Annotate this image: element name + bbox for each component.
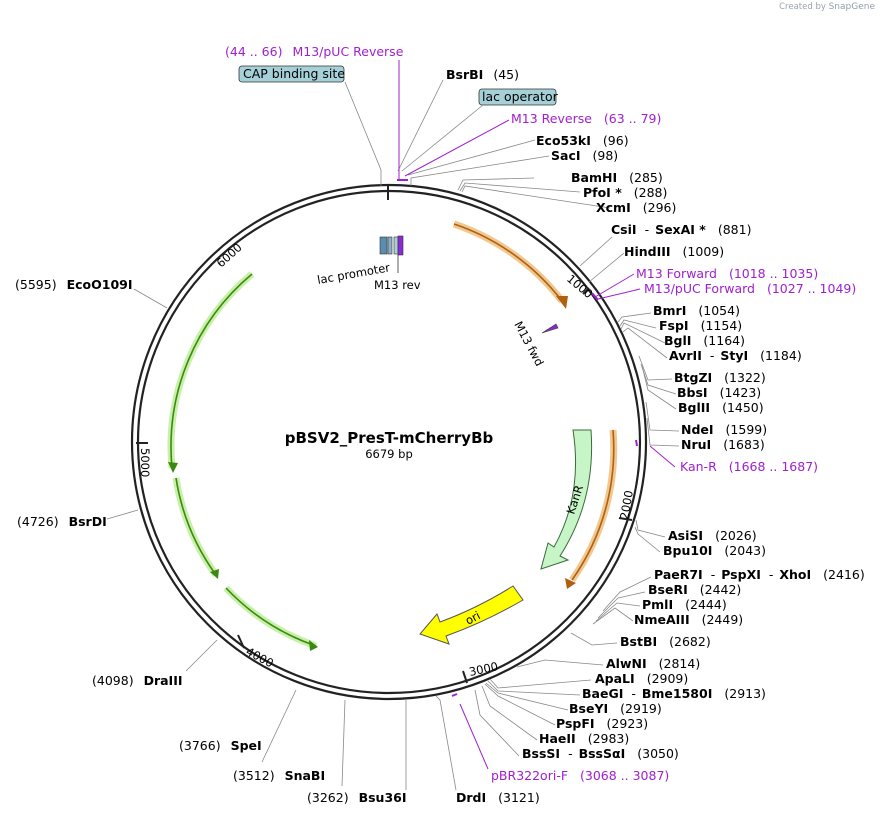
tick-6000: 6000 xyxy=(214,240,245,270)
plasmid-name: pBSV2_PresT-mCherryBb xyxy=(285,429,494,447)
kanr-arrow: KanR xyxy=(540,429,593,570)
site-bsrdi: (4726)BsrDI xyxy=(17,514,107,529)
site-m13-reverse: M13 Reverse(63 .. 79) xyxy=(511,111,661,126)
site-labels: (44 .. 66) M13/pUC Reverse BsrBI(45) M13… xyxy=(15,44,865,805)
site-spei: (3766)SpeI xyxy=(179,738,262,753)
tick-2000: 2000 xyxy=(617,489,636,520)
cap-binding-site-box: CAP binding site xyxy=(238,65,345,83)
ori-label: ori xyxy=(463,608,483,627)
site-btgzi: BtgZI(1322) xyxy=(674,370,766,385)
plasmid-length: 6679 bp xyxy=(365,447,413,461)
site-draiii: (4098)DraIII xyxy=(92,673,183,688)
m13-rev-label: M13 rev xyxy=(374,278,421,292)
created-by-prefix: Created by xyxy=(779,2,826,12)
site-bsrbi: BsrBI(45) xyxy=(446,67,519,82)
tick-1000: 1000 xyxy=(564,272,595,302)
site-bglii: BglII(1450) xyxy=(678,400,764,415)
site-pmli: PmlI(2444) xyxy=(642,597,727,612)
site-bsu36i: (3262)Bsu36I xyxy=(307,790,407,805)
lac-operator-label: lac operator xyxy=(482,89,559,104)
site-bstbi: BstBI(2682) xyxy=(620,634,711,649)
site-drdi: DrdI(3121) xyxy=(456,790,540,805)
m13-fwd-label: M13 fwd xyxy=(511,319,546,369)
site-haeii: HaeII(2983) xyxy=(539,731,629,746)
site-baegi: BaeGI-Bme1580I(2913) xyxy=(582,686,766,701)
site-bseyi: BseYI(2919) xyxy=(569,701,662,716)
site-csii: CsiI-SexAI *(881) xyxy=(611,222,751,237)
tick-3000: 3000 xyxy=(468,659,500,679)
tick-marks xyxy=(136,186,633,684)
site-xcmi: XcmI(296) xyxy=(596,200,676,215)
lac-operator-box: lac operator xyxy=(478,88,559,106)
site-fspi: FspI(1154) xyxy=(659,318,742,333)
lac-promoter-glyph xyxy=(379,235,404,273)
site-avrii: AvrII-StyI(1184) xyxy=(669,348,802,363)
site-bamhi: BamHI(285) xyxy=(571,170,663,185)
site-apali: ApaLI(2909) xyxy=(595,671,688,686)
site-bmri: BmrI(1054) xyxy=(653,303,740,318)
site-alwni: AlwNI(2814) xyxy=(606,656,700,671)
primer-leader-lines xyxy=(396,60,676,770)
cap-binding-site-label: CAP binding site xyxy=(243,66,345,81)
orange-feature-arrow-2 xyxy=(565,429,618,589)
created-by-credit: Created by SnapGene xyxy=(779,2,875,12)
site-eco0109i: (5595)EcoO109I xyxy=(15,277,132,292)
site-saci: SacI(98) xyxy=(551,148,618,163)
site-nmeaiii: NmeAIII(2449) xyxy=(634,612,743,627)
site-bpu10i: Bpu10I(2043) xyxy=(663,543,766,558)
green-feature-arrows xyxy=(167,271,318,651)
site-pfoi: PfoI *(288) xyxy=(583,185,667,200)
site-bbsi: BbsI(1423) xyxy=(677,385,761,400)
leader-lines xyxy=(106,79,680,791)
site-ndei: NdeI(1599) xyxy=(681,422,767,437)
site-nrui: NruI(1683) xyxy=(681,437,765,452)
site-hindiii: HindIII(1009) xyxy=(624,244,724,259)
ori-arrow: ori xyxy=(419,585,524,645)
tick-4000: 4000 xyxy=(244,644,276,670)
site-bgli: BglI(1164) xyxy=(664,333,745,348)
site-bsssi: BssSI-BssSαI(3050) xyxy=(522,746,679,761)
site-m13-forward: M13 Forward(1018 .. 1035) xyxy=(636,266,818,281)
snapgene-logo-text: SnapGene xyxy=(828,2,875,12)
site-snabi: (3512)SnaBI xyxy=(233,768,325,783)
site-pbr322ori-f: pBR322ori-F(3068 .. 3087) xyxy=(491,768,669,783)
site-paer7i: PaeR7I-PspXI-XhoI(2416) xyxy=(654,567,865,582)
site-kan-r-primer: Kan-R(1668 .. 1687) xyxy=(680,459,818,474)
site-eco53ki: Eco53kI(96) xyxy=(536,133,629,148)
site-pspfi: PspFI(2923) xyxy=(556,716,648,731)
site-m13puc-forward: M13/pUC Forward(1027 .. 1049) xyxy=(644,281,856,296)
tick-5000: 5000 xyxy=(138,448,152,477)
site-asisi: AsiSI(2026) xyxy=(668,528,757,543)
site-bseri: BseRI(2442) xyxy=(648,582,741,597)
orange-feature-arrow-1 xyxy=(452,220,568,309)
site-m13puc-reverse: (44 .. 66) M13/pUC Reverse xyxy=(225,44,404,59)
m13-fwd-glyph xyxy=(541,323,559,334)
